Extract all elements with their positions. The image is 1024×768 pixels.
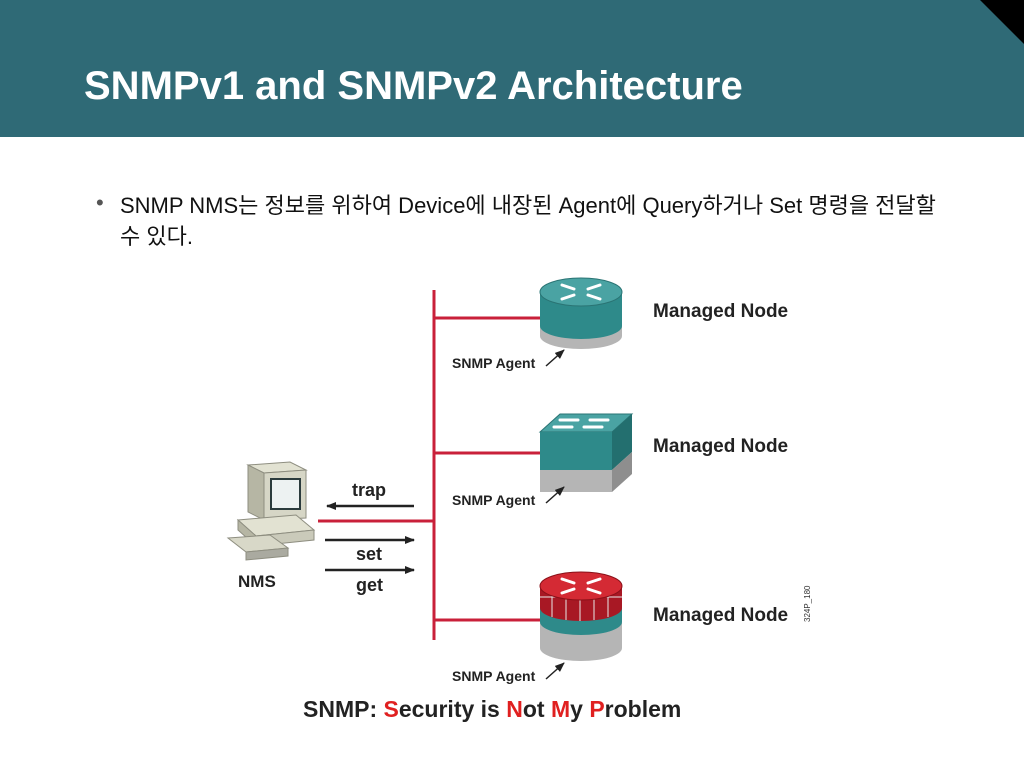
bullet-text: SNMP NMS는 정보를 위하여 Device에 내장된 Agent에 Que… (120, 193, 936, 249)
nms-label: NMS (238, 572, 276, 591)
router-icon (539, 277, 623, 349)
node-2-agent-label: SNMP Agent (452, 492, 536, 508)
bullet-icon: • (96, 190, 104, 215)
footer-tagline: SNMP: Security is Not My Problem (303, 696, 681, 722)
nms-workstation-icon (226, 461, 316, 561)
node-1-label: Managed Node (653, 301, 788, 322)
footer-word-security: ecurity is (399, 696, 506, 722)
node-3-agent-pointer (545, 662, 565, 680)
footer-prefix: SNMP: (303, 696, 384, 722)
footer-word-problem: roblem (605, 696, 682, 722)
node-3-label: Managed Node (653, 605, 788, 626)
footer-initial-n: N (506, 696, 523, 722)
node-3-agent-label: SNMP Agent (452, 668, 536, 684)
corner-decoration (980, 0, 1024, 44)
switch-icon (538, 413, 634, 492)
network-bus (318, 290, 540, 640)
trap-label: trap (352, 480, 386, 500)
node-1-agent-label: SNMP Agent (452, 355, 536, 371)
node-2-label: Managed Node (653, 436, 788, 457)
footer-word-my: y (570, 696, 589, 722)
set-label: set (356, 544, 382, 564)
figure-code: 324P_180 (803, 585, 812, 622)
title-bar: SNMPv1 and SNMPv2 Architecture (0, 0, 1024, 137)
node-1-agent-pointer (545, 349, 565, 367)
footer-word-not: ot (523, 696, 551, 722)
footer-initial-p: P (589, 696, 604, 722)
node-2-agent-pointer (545, 486, 565, 504)
footer-initial-m: M (551, 696, 570, 722)
footer-initial-s: S (384, 696, 399, 722)
page-title: SNMPv1 and SNMPv2 Architecture (84, 64, 743, 108)
get-label: get (356, 575, 383, 595)
firewall-router-icon (539, 571, 623, 661)
